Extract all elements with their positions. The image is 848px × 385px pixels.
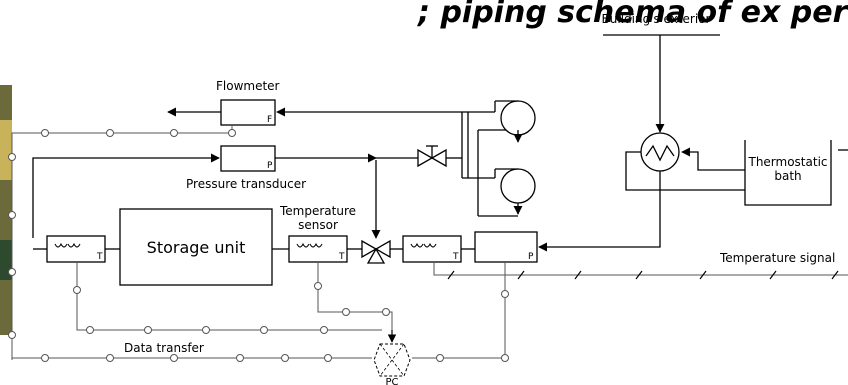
flowmeter-box xyxy=(220,99,276,126)
temp-sensor-1-box xyxy=(46,235,106,263)
buildings-exterior-label: Building's exterior xyxy=(602,12,711,26)
temp-sensor-1-tag: T xyxy=(96,252,103,262)
valve-icon xyxy=(417,148,434,168)
pressure-sensor-box xyxy=(474,231,538,263)
temperature-signal-label: Temperature signal xyxy=(719,251,835,265)
pump-1-icon xyxy=(500,100,536,136)
flowmeter-tag: F xyxy=(267,115,272,125)
pump-2-icon xyxy=(500,168,536,204)
temperature-sensor-label-1: Temperature xyxy=(279,204,356,218)
thermostatic-bath-box xyxy=(744,140,832,206)
storage-unit-box xyxy=(119,208,273,286)
svg-text:T: T xyxy=(338,252,345,262)
return-pipe-upper xyxy=(32,153,220,238)
svg-text:P: P xyxy=(528,252,534,262)
pressure-tag: P xyxy=(267,161,273,171)
three-way-valve-icon xyxy=(361,239,378,259)
heat-exchanger-to-circuit-pipe xyxy=(538,160,661,252)
data-wiring xyxy=(8,126,848,362)
thermostatic-bath-label-1: Thermostatic xyxy=(747,155,827,169)
storage-unit-label: Storage unit xyxy=(147,238,246,257)
pressure-transducer-label: Pressure transducer xyxy=(186,177,306,191)
temp-sensor-2-box xyxy=(288,235,348,263)
partial-title: ; piping schema of ex perim xyxy=(416,0,848,30)
temp-sensor-3-box xyxy=(402,235,462,263)
signal-slashes xyxy=(447,270,839,280)
heat-exchanger-icon xyxy=(640,132,680,172)
svg-text:T: T xyxy=(452,252,459,262)
flowmeter-label: Flowmeter xyxy=(216,79,280,93)
temperature-sensor-label-2: sensor xyxy=(298,218,338,232)
data-transfer-label: Data transfer xyxy=(124,341,204,355)
pressure-transducer-box xyxy=(220,145,276,172)
pc-label: PC xyxy=(385,377,398,385)
thermostatic-bath-label-2: bath xyxy=(774,169,801,183)
